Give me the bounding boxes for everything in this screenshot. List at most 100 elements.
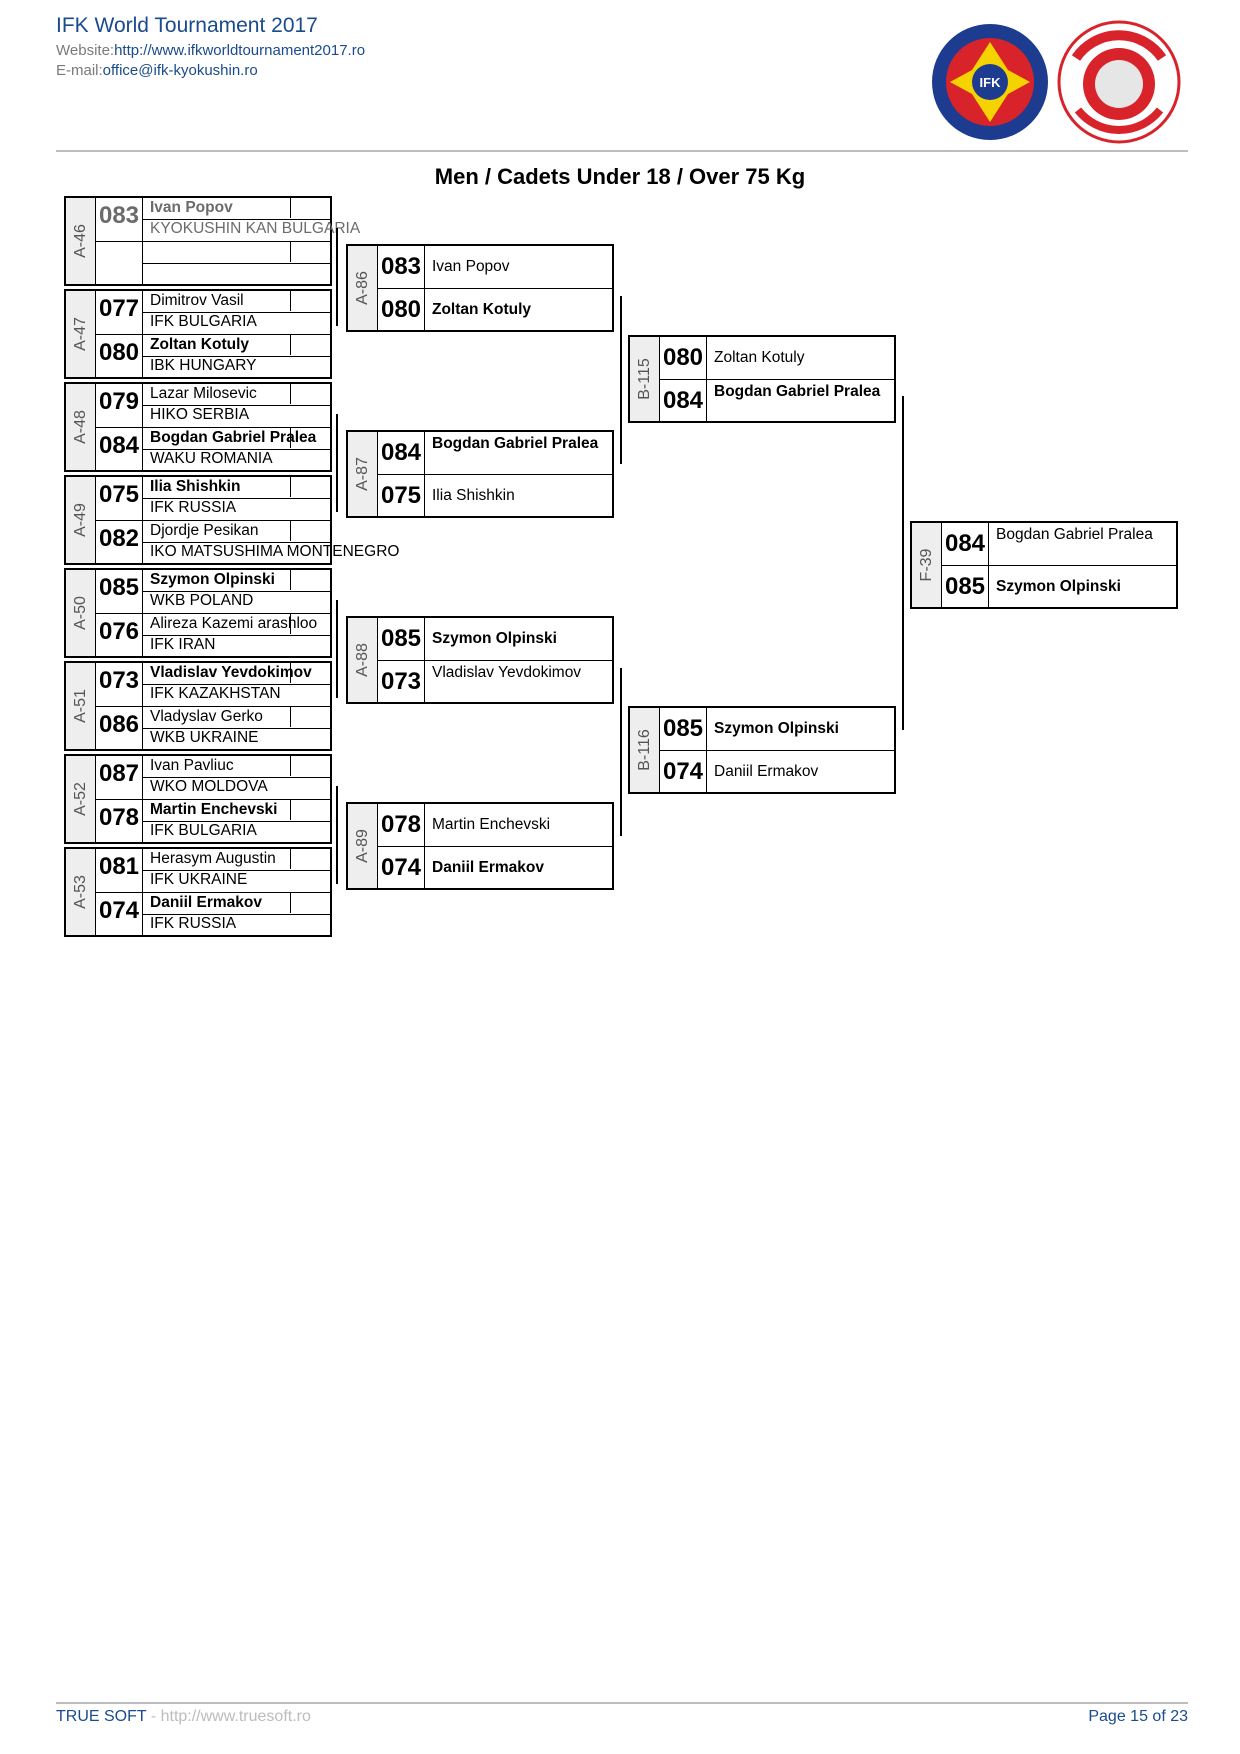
fighter-number: 084 [944,530,986,557]
fighter-club: WKO MOLDOVA [150,778,268,795]
match-id-label: A-47 [66,291,96,377]
website-line: Website:http://www.ifkworldtournament201… [56,42,365,59]
fighter-number: 075 [98,481,140,508]
flag-cell [290,335,330,355]
fighter-club: WAKU ROMANIA [150,450,273,467]
bracket-connector [620,296,622,464]
fighter-number: 080 [662,344,704,371]
fighter-club: IFK BULGARIA [150,822,257,839]
name-club-divider [143,405,330,406]
tournament-title: IFK World Tournament 2017 [56,14,318,37]
name-club-divider [143,263,330,264]
fighter-name: Bogdan Gabriel Pralea [150,429,317,446]
fighter-club: HIKO SERBIA [150,406,250,423]
fighter-name: Ivan Pavliuc [150,757,234,774]
name-club-divider [143,635,330,636]
fighter-divider [378,474,612,475]
fighter-name: Zoltan Kotuly [150,336,250,353]
fighter-name: Daniil Ermakov [432,859,544,876]
website-link[interactable]: http://www.ifkworldtournament2017.ro [114,42,366,59]
flag-cell [290,198,330,218]
header-divider [56,150,1188,152]
fighter-name: Herasym Augustin [150,850,276,867]
fighter-number: 085 [380,625,422,652]
name-club-divider [143,542,330,543]
bracket-connector [336,600,338,698]
match-id: A-51 [71,689,89,723]
fighter-club: KYOKUSHIN KAN BULGARIA [150,220,361,237]
fighter-name: Bogdan Gabriel Pralea [996,526,1153,543]
match-id: A-52 [71,782,89,816]
flag-cell [290,893,330,913]
fighter-name: Szymon Olpinski [714,720,839,737]
fighter-club: IKO MATSUSHIMA MONTENEGRO [150,543,400,560]
footer-brand: TRUE SOFT [56,1708,147,1725]
fighter-number: 086 [98,711,140,738]
fighter-name: Zoltan Kotuly [714,349,805,366]
fighter-name: Ivan Popov [150,199,233,216]
match-id-label: A-48 [66,384,96,470]
email-link[interactable]: office@ifk-kyokushin.ro [102,62,258,79]
fighter-club: IFK UKRAINE [150,871,248,888]
fighter-name: Daniil Ermakov [150,894,262,911]
match-id: B-116 [635,729,653,771]
fighter-number: 082 [98,525,140,552]
match-id: A-50 [71,596,89,630]
match-id-label: A-89 [348,804,378,888]
website-label: Website: [56,42,115,59]
fighter-number: 080 [380,296,422,323]
fighter-number: 074 [98,897,140,924]
match-id-label: A-87 [348,432,378,516]
flag-cell [290,614,330,634]
fighter-divider [96,892,330,893]
fighter-number: 084 [662,387,704,414]
fighter-number: 073 [380,668,422,695]
match-id-label: A-51 [66,663,96,749]
flag-cell [290,291,330,311]
name-club-divider [143,914,330,915]
fighter-number: 074 [380,854,422,881]
name-club-divider [143,449,330,450]
fighter-divider [378,660,612,661]
fighter-name: Szymon Olpinski [150,571,275,588]
fighter-club: IFK RUSSIA [150,915,237,932]
flag-cell [290,521,330,541]
fighter-number: 073 [98,667,140,694]
category-title: Men / Cadets Under 18 / Over 75 Kg [434,164,806,189]
ifk-logo-text: IFK [980,75,1002,90]
fighter-number: 085 [98,574,140,601]
match-id: A-53 [71,875,89,909]
footer-url[interactable]: - http://www.truesoft.ro [146,1708,311,1725]
flag-cell [290,663,330,683]
fighter-name: Ilia Shishkin [432,487,515,504]
fighter-number: 077 [98,295,140,322]
fighter-divider [96,334,330,335]
fighter-divider [96,613,330,614]
fighter-number: 081 [98,853,140,880]
name-club-divider [143,498,330,499]
fighter-name: Bogdan Gabriel Pralea [432,435,599,452]
page-number: Page 15 of 23 [1088,1708,1188,1725]
fighter-divider [378,288,612,289]
fighter-name: Ilia Shishkin [150,478,241,495]
bracket-connector [620,668,622,836]
name-club-divider [143,591,330,592]
fighter-divider [96,427,330,428]
fighter-divider [660,379,894,380]
fighter-divider [378,846,612,847]
fighter-divider [96,799,330,800]
fighter-number: 080 [98,339,140,366]
fighter-name: Ivan Popov [432,258,510,275]
fighter-divider [96,706,330,707]
name-club-divider [143,777,330,778]
